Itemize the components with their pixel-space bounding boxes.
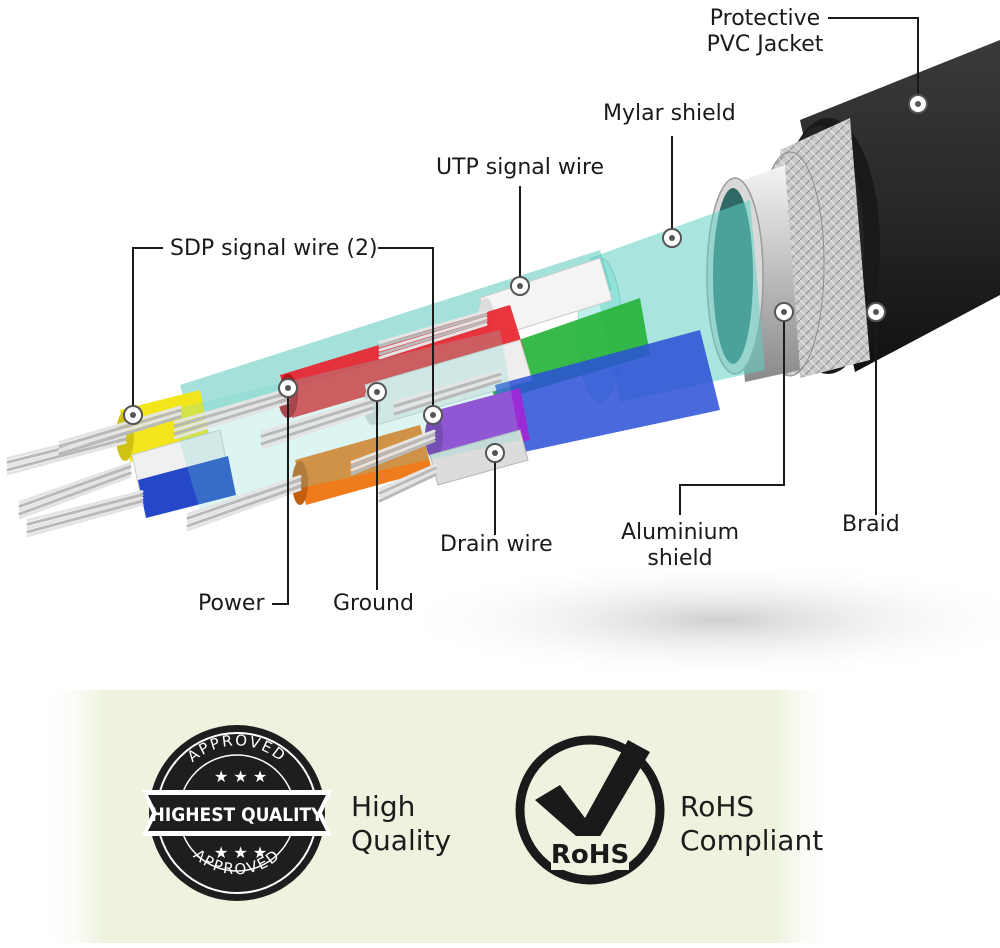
callout-dots bbox=[123, 94, 928, 463]
conductor-strand bbox=[260, 403, 374, 442]
label-utp-signal-wire: UTP signal wire bbox=[436, 155, 605, 180]
conductor-strand bbox=[173, 400, 290, 440]
rohs-seal-text: RoHS bbox=[551, 840, 629, 870]
quality-seal-icon: APPROVED APPROVED ★ ★ ★ ★ ★ ★ HIGHEST QU… bbox=[142, 725, 332, 901]
seal-banner-text: HIGHEST QUALITY bbox=[151, 804, 325, 826]
conductor-strand bbox=[26, 496, 144, 530]
conductor-strand bbox=[350, 439, 436, 476]
conductor-strand bbox=[6, 437, 127, 472]
rohs-caption-line2: Compliant bbox=[680, 824, 824, 857]
conductor-strand bbox=[378, 473, 437, 503]
cable-shadow bbox=[390, 560, 1000, 680]
conductor-strand bbox=[260, 397, 374, 434]
conductor-strand bbox=[378, 470, 437, 499]
label-protective-jacket: Protective PVC Jacket bbox=[700, 6, 830, 58]
quality-caption-line2: Quality bbox=[351, 824, 452, 857]
rohs-caption-line1: RoHS bbox=[680, 790, 755, 823]
conductor-strand bbox=[186, 478, 302, 520]
conductor-strand bbox=[393, 369, 502, 404]
stranded-conductors bbox=[6, 310, 502, 538]
label-mylar-shield: Mylar shield bbox=[603, 101, 736, 126]
conductor-strand bbox=[186, 481, 302, 524]
conductor-strand bbox=[58, 408, 182, 448]
conductor-strand bbox=[173, 394, 290, 432]
conductor-strand bbox=[350, 432, 436, 468]
label-aluminium-line2: shield bbox=[647, 546, 713, 571]
conductor-strand bbox=[58, 415, 182, 456]
blue-wire bbox=[495, 330, 720, 455]
conductor-strand bbox=[393, 372, 502, 408]
conductor-strand bbox=[260, 409, 374, 450]
conductor-strand bbox=[18, 468, 132, 512]
conductor-strand bbox=[173, 388, 290, 424]
quality-caption: High Quality bbox=[351, 790, 451, 858]
conductor-strand bbox=[186, 484, 302, 528]
conductor-strand bbox=[18, 465, 132, 508]
conductor-strand bbox=[378, 466, 437, 495]
label-aluminium-line1: Aluminium bbox=[620, 520, 740, 545]
label-ground: Ground bbox=[333, 591, 414, 616]
conductor-strand bbox=[58, 405, 182, 444]
conductor-strand bbox=[18, 471, 132, 516]
blue-small-wire bbox=[138, 456, 236, 518]
svg-text:★ ★ ★: ★ ★ ★ bbox=[214, 767, 267, 786]
conductor-strand bbox=[26, 502, 144, 538]
conductor-strand bbox=[173, 391, 290, 428]
leader-aluminium bbox=[679, 312, 785, 515]
conductor-strand bbox=[173, 397, 290, 436]
conductor-strand bbox=[18, 462, 132, 504]
label-braid: Braid bbox=[842, 512, 900, 537]
label-protective-jacket-line1: Protective bbox=[709, 6, 821, 31]
conductor-strand bbox=[378, 463, 437, 491]
label-sdp-signal-wire: SDP signal wire (2) bbox=[170, 236, 378, 261]
label-drain-wire: Drain wire bbox=[440, 532, 553, 557]
svg-text:★ ★ ★: ★ ★ ★ bbox=[214, 843, 267, 862]
conductor-strand bbox=[18, 474, 132, 520]
conductor-strand bbox=[260, 400, 374, 438]
conductor-strand bbox=[260, 406, 374, 446]
conductor-strand bbox=[350, 429, 436, 464]
conductor-strand bbox=[393, 379, 502, 416]
leader-lines bbox=[132, 17, 919, 605]
conductor-strand bbox=[186, 487, 302, 532]
check-icon bbox=[535, 740, 650, 850]
red-wire bbox=[280, 305, 524, 418]
label-protective-jacket-line2: PVC Jacket bbox=[706, 32, 824, 57]
conductor-strand bbox=[26, 499, 144, 534]
rohs-caption: RoHS Compliant bbox=[680, 790, 823, 858]
quality-caption-line1: High bbox=[351, 790, 416, 823]
conductor-strand bbox=[58, 412, 182, 452]
leader-sdp-left bbox=[132, 247, 163, 415]
leader-sdp-right bbox=[378, 247, 434, 415]
label-power: Power bbox=[198, 591, 265, 616]
rohs-seal-icon: RoHS bbox=[515, 735, 665, 885]
leader-power bbox=[272, 388, 289, 605]
conductor-strand bbox=[393, 376, 502, 412]
conductor-strand bbox=[186, 475, 302, 516]
conductor-strand bbox=[26, 493, 144, 526]
conductor-strand bbox=[26, 490, 144, 522]
label-aluminium-shield: Aluminium shield bbox=[620, 520, 740, 572]
leader-jacket bbox=[828, 17, 919, 104]
conductor-strand bbox=[6, 440, 127, 476]
conductor-strand bbox=[350, 436, 436, 472]
